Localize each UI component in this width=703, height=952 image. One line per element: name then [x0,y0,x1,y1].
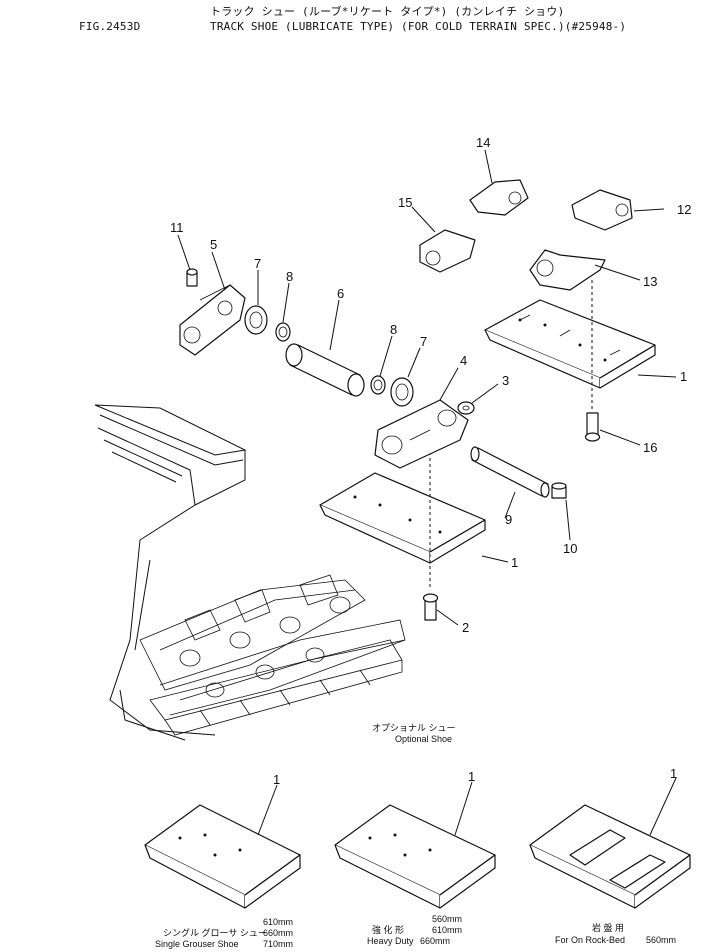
caption-size: 560mm [646,935,676,945]
callout-3: 3 [502,373,509,388]
callout-6: 6 [337,286,344,301]
part-7-seal-right [390,377,414,407]
caption-rock-bed: 岩 盤 用 For On Rock-Bed 560mm [555,922,676,945]
callout-2: 2 [462,620,469,635]
callout-16: 16 [643,440,657,455]
callout-1-shoe-b: 1 [468,769,475,784]
part-9-track-pin [470,446,550,498]
callout-1-shoe-c: 1 [670,766,677,781]
callout-8-right: 8 [390,322,397,337]
optional-shoe-single-grouser [144,784,301,909]
figure-subtitle-jp: トラック シュー (ルーブ*リケート タイプ*) (カンレイチ ショウ) [210,5,565,18]
part-4-link [374,399,469,469]
part-14-master-link [469,179,529,216]
track-assembly-illustration [94,404,406,741]
callout-7-left: 7 [254,256,261,271]
part-11-small-pin [186,268,198,287]
caption-size: 560mm [432,914,462,924]
part-6-bushing [285,343,365,397]
part-2-shoe-bolt [422,593,439,621]
part-3-nut [457,401,475,415]
caption-size: 610mm [263,917,293,927]
callout-14: 14 [476,135,490,150]
part-8-ring-left [275,322,291,342]
optional-shoe-label-jp: オプショナル シュー [372,723,456,733]
caption-size: 660mm [263,928,293,938]
figure-number: FIG.2453D [79,20,141,33]
caption-single-grouser: 610mm シングル グローサ シュー 660mm Single Grouser… [155,917,293,949]
optional-shoe-heavy-duty [334,781,496,909]
callout-9: 9 [505,512,512,527]
callout-12: 12 [677,202,691,217]
part-10-spacer [551,482,567,499]
caption-size: 660mm [420,936,450,946]
callout-15: 15 [398,195,412,210]
leader-lines [177,149,677,626]
caption-line-en: Single Grouser Shoe [155,939,239,949]
callout-1-shoe-a: 1 [273,772,280,787]
part-15-master-link [419,229,476,273]
figure-title: TRACK SHOE (LUBRICATE TYPE) (FOR COLD TE… [210,20,627,33]
callout-7-right: 7 [420,334,427,349]
optional-shoe-label: Optional Shoe [395,734,452,744]
caption-line-en: Heavy Duty [367,936,414,946]
caption-size: 710mm [263,939,293,949]
part-5-link [179,284,246,356]
caption-line-jp: シングル グローサ シュー [163,927,267,938]
part-8-ring-right [370,375,386,395]
optional-shoe-rock-bed [529,777,691,909]
callout-13: 13 [643,274,657,289]
callout-4: 4 [460,353,467,368]
callout-10: 10 [563,541,577,556]
caption-heavy-duty: 560mm 強 化 形 610mm Heavy Duty 660mm [367,914,462,946]
part-7-seal-left [244,305,268,335]
caption-size: 610mm [432,925,462,935]
part-13-master-link [529,249,606,291]
callout-1-right: 1 [680,369,687,384]
part-1-track-shoe-right [484,280,656,410]
part-12-master-link [571,189,633,231]
callout-5: 5 [210,237,217,252]
callout-8-left: 8 [286,269,293,284]
caption-line-en: For On Rock-Bed [555,935,625,945]
part-16-shoe-bolt [584,412,601,442]
caption-line-jp: 岩 盤 用 [592,922,624,933]
callout-11: 11 [170,220,184,235]
caption-line-jp: 強 化 形 [372,924,404,935]
part-1-track-shoe-center [319,440,486,590]
callout-1-center: 1 [511,555,518,570]
